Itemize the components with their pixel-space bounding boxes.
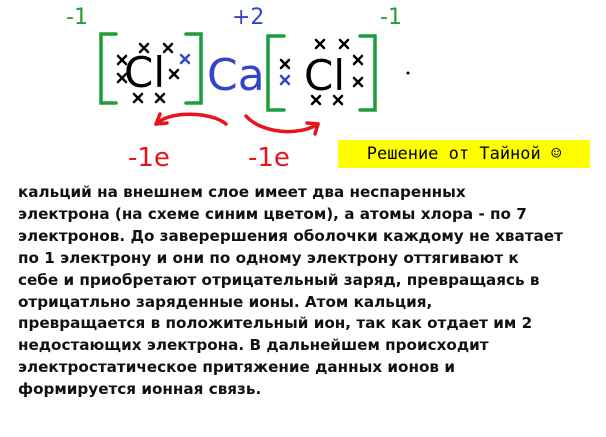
text-line: формируется ионная связь. (18, 380, 262, 399)
text-line: превращается в положительный ион, так ка… (18, 314, 533, 333)
calcium-ion-charge: +2 (232, 5, 264, 30)
text-line: по 1 электрону и они по одному электрону… (18, 248, 519, 267)
text-line: кальций на внешнем слое имеет два неспар… (18, 183, 466, 201)
text-line: электрона (на схеме синим цветом), а ато… (18, 204, 527, 223)
right-ion-bracket-close (358, 34, 377, 112)
author-caption: Решение от Тайной ☺ (338, 140, 590, 168)
left-transfer-label: -1e (128, 143, 170, 173)
right-transferred-electron-mark (279, 74, 291, 86)
right-ion-charge: -1 (380, 5, 402, 30)
right-transfer-label: -1e (248, 143, 290, 173)
left-transfer-arrow (154, 112, 228, 126)
ionic-bond-diagram: -1 +2 -1 Cl Ca Cl (0, 0, 606, 175)
text-line: недостающих электрона. В дальнейшем прои… (18, 336, 489, 355)
left-chlorine-electrons (116, 42, 180, 104)
right-chlorine-symbol: Cl (304, 51, 345, 100)
text-line: электронов. До заверершения оболочки каж… (18, 226, 563, 245)
text-line: отрицатльно заряденные ионы. Атом кальци… (18, 292, 433, 311)
right-transfer-arrow (244, 114, 320, 134)
left-chlorine-symbol: Cl (124, 48, 165, 97)
left-transferred-electron-mark (179, 53, 191, 65)
right-chlorine-electrons (279, 38, 364, 106)
stray-dot (406, 71, 410, 75)
explanation-text: кальций на внешнем слое имеет два неспар… (18, 182, 593, 401)
left-ion-bracket-close (184, 32, 203, 105)
text-line: себе и приобретают отрицательный заряд, … (18, 270, 540, 289)
diagram-canvas: -1 +2 -1 Cl Ca Cl (66, 5, 410, 173)
right-ion-bracket-open (266, 34, 286, 112)
left-ion-bracket-open (99, 32, 118, 105)
text-line: электростатическое притяжение данных ион… (18, 358, 455, 377)
right-arrow-head (305, 121, 320, 136)
calcium-symbol: Ca (207, 50, 265, 101)
left-ion-charge: -1 (66, 5, 88, 30)
left-arrow-head (154, 112, 169, 126)
